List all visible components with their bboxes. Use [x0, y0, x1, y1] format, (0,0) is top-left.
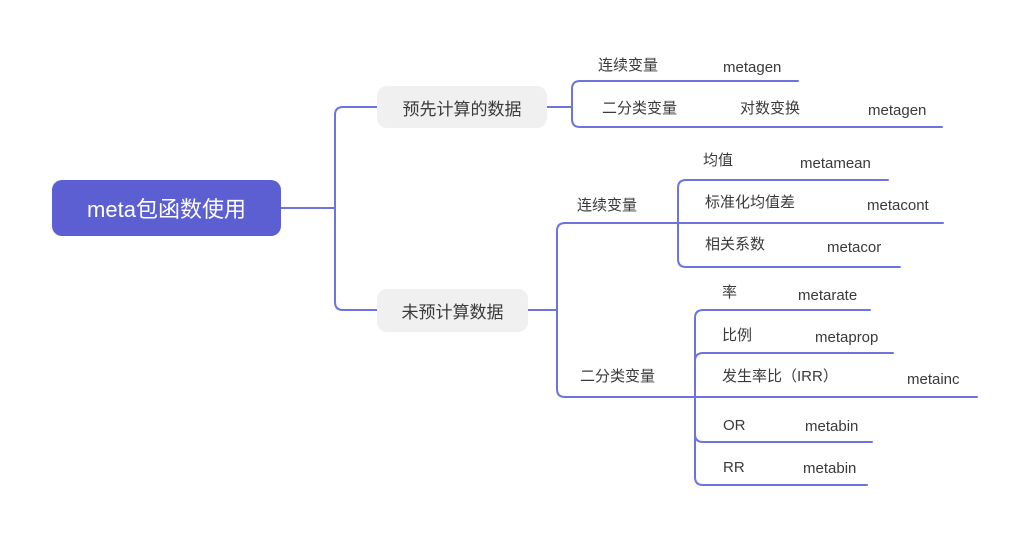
topic-correlation-coefficient[interactable]: 相关系数: [705, 236, 766, 253]
topic-b1-metagen[interactable]: metagen: [723, 59, 782, 76]
root-node-label: meta包函数使用: [87, 197, 246, 222]
topic-b1-metagen-2[interactable]: metagen: [868, 102, 927, 119]
topic-metarate[interactable]: metarate: [798, 287, 858, 304]
topic-standardized-mean-diff[interactable]: 标准化均值差: [705, 194, 796, 211]
topic-metacont[interactable]: metacont: [867, 197, 929, 214]
topic-incidence-rate-ratio[interactable]: 发生率比（IRR）: [722, 368, 838, 385]
topic-b2-continuous-variable[interactable]: 连续变量: [577, 197, 638, 214]
topic-b1-continuous-variable[interactable]: 连续变量: [598, 57, 659, 74]
root-node[interactable]: meta包函数使用: [52, 180, 281, 236]
topic-or[interactable]: OR: [723, 417, 746, 434]
topic-log-transform[interactable]: 对数变换: [740, 100, 801, 117]
topic-rate[interactable]: 率: [722, 284, 738, 301]
topic-metabin-rr[interactable]: metabin: [803, 460, 857, 477]
topic-mean[interactable]: 均值: [703, 152, 734, 169]
topic-metacor[interactable]: metacor: [827, 239, 882, 256]
connector-root-to-branch1: [334, 106, 378, 209]
topic-metamean[interactable]: metamean: [800, 155, 871, 172]
topic-metaprop[interactable]: metaprop: [815, 329, 879, 346]
topic-b1-binary-variable[interactable]: 二分类变量: [602, 100, 678, 117]
branch-raw-data[interactable]: 未预计算数据: [377, 289, 528, 332]
topic-proportion[interactable]: 比例: [722, 327, 753, 344]
branch-raw-label: 未预计算数据: [401, 303, 504, 322]
topic-metainc[interactable]: metainc: [907, 371, 960, 388]
topic-rr[interactable]: RR: [723, 459, 745, 476]
connector-root-to-branch2: [334, 207, 378, 311]
topic-b2-binary-variable[interactable]: 二分类变量: [580, 368, 656, 385]
connector-branch2-continuous: [556, 222, 679, 311]
topic-metabin-or[interactable]: metabin: [805, 418, 859, 435]
branch-precomputed-data[interactable]: 预先计算的数据: [377, 86, 547, 128]
branch-precomputed-label: 预先计算的数据: [402, 99, 522, 119]
